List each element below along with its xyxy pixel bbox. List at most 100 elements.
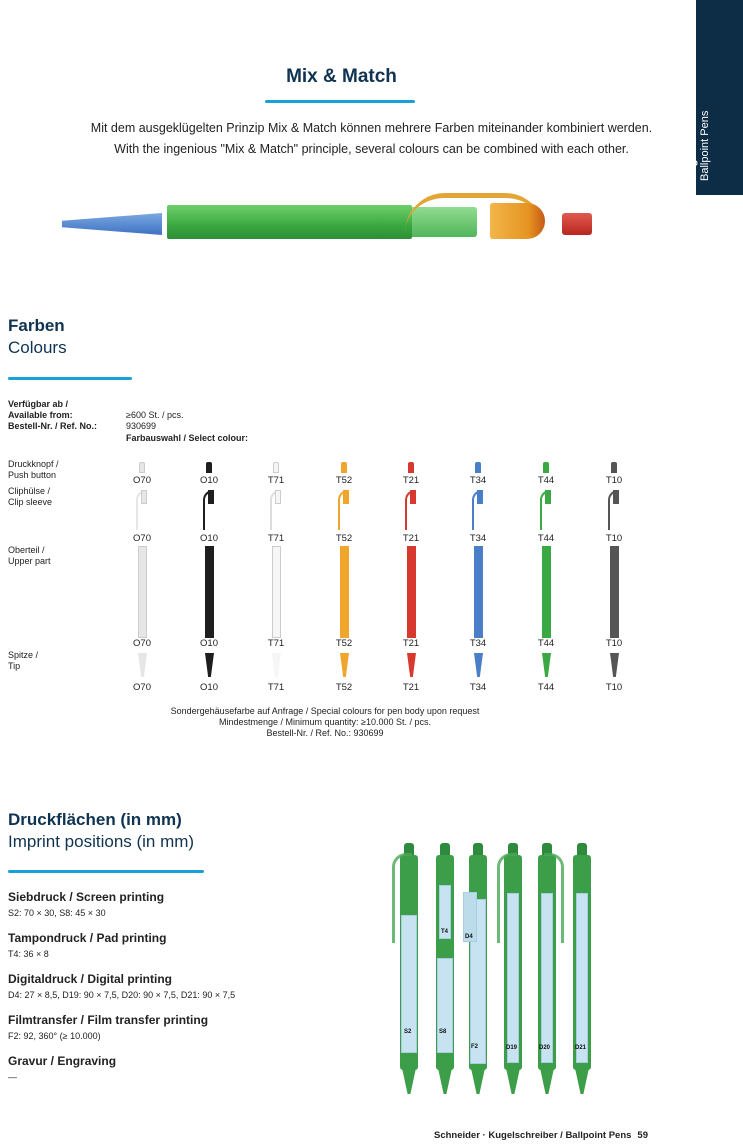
upper-part-swatch bbox=[205, 546, 214, 638]
push-button-swatch bbox=[408, 462, 414, 473]
select-colour-label: Farbauswahl / Select colour: bbox=[126, 433, 249, 443]
row-label-clip: Cliphülse / bbox=[8, 486, 51, 496]
colour-code: O70 bbox=[133, 682, 151, 693]
push-button-swatch bbox=[611, 462, 617, 473]
upper-part-swatch bbox=[340, 546, 349, 638]
colour-code: T52 bbox=[335, 638, 353, 649]
push-button-swatch bbox=[341, 462, 347, 473]
method-title: Gravur / Engraving bbox=[8, 1054, 117, 1068]
colour-code: T52 bbox=[335, 533, 353, 544]
colour-code: T71 bbox=[267, 475, 285, 486]
available-label-en: Available from: bbox=[8, 410, 73, 420]
colours-heading-de: Farben bbox=[8, 316, 65, 335]
colours-underline bbox=[8, 377, 132, 380]
pen-d21: D21 bbox=[571, 843, 593, 1101]
colour-code: T21 bbox=[402, 682, 420, 693]
page-number: 59 bbox=[637, 1130, 648, 1141]
tip-swatch bbox=[138, 653, 147, 677]
colour-code: T34 bbox=[469, 533, 487, 544]
clip-sleeve-swatch bbox=[477, 490, 483, 504]
clip-sleeve-swatch bbox=[613, 490, 619, 504]
label-d20: D20 bbox=[539, 1045, 551, 1051]
colour-code: T71 bbox=[267, 682, 285, 693]
label-s2: S2 bbox=[404, 1029, 412, 1035]
colour-code: T10 bbox=[605, 638, 623, 649]
ref-note: Bestell-Nr. / Ref. No.: 930699 bbox=[266, 728, 384, 738]
label-d4: D4 bbox=[465, 934, 473, 940]
row-label-clip-en: Clip sleeve bbox=[8, 497, 53, 507]
method-detail: T4: 36 × 8 bbox=[8, 949, 49, 959]
clip-sleeve-swatch bbox=[275, 490, 281, 504]
colour-code: T10 bbox=[605, 533, 623, 544]
tip-swatch bbox=[474, 653, 483, 677]
upper-part-swatch bbox=[542, 546, 551, 638]
row-label-upper-en: Upper part bbox=[8, 556, 51, 566]
tip-swatch bbox=[542, 653, 551, 677]
imprint-heading-en: Imprint positions (in mm) bbox=[8, 832, 195, 851]
upper-part-swatch bbox=[610, 546, 619, 638]
colour-code: T71 bbox=[267, 638, 285, 649]
exploded-pen-image bbox=[0, 185, 680, 245]
intro-de: Mit dem ausgeklügelten Prinzip Mix & Mat… bbox=[90, 121, 653, 135]
colour-code: O10 bbox=[200, 475, 218, 486]
tip-swatch bbox=[407, 653, 416, 677]
colour-code: T52 bbox=[335, 682, 353, 693]
colour-code: T10 bbox=[605, 682, 623, 693]
label-t4: T4 bbox=[441, 929, 449, 935]
colour-code: T44 bbox=[537, 533, 555, 544]
label-d21: D21 bbox=[575, 1045, 587, 1051]
available-label: Verfügbar ab / bbox=[8, 399, 69, 409]
clip-sleeve-swatch bbox=[410, 490, 416, 504]
label-s8: S8 bbox=[439, 1029, 447, 1035]
push-button-swatch bbox=[543, 462, 549, 473]
method-detail: — bbox=[8, 1072, 17, 1082]
tip-swatch bbox=[340, 653, 349, 677]
row-label-upper: Oberteil / bbox=[8, 545, 45, 555]
clip-sleeve-swatch bbox=[545, 490, 551, 504]
colour-code: T10 bbox=[605, 475, 623, 486]
method-detail: F2: 92, 360° (≥ 10.000) bbox=[8, 1031, 101, 1041]
method-title: Digitaldruck / Digital printing bbox=[8, 972, 173, 986]
pen-d19: D19 bbox=[497, 843, 524, 1101]
colour-code: O70 bbox=[133, 638, 151, 649]
upper-part-swatch bbox=[474, 546, 483, 638]
pen-d20: D20 bbox=[536, 843, 564, 1101]
footer-text: Schneider · Kugelschreiber / Ballpoint P… bbox=[433, 1130, 632, 1141]
available-value: ≥600 St. / pcs. bbox=[126, 410, 184, 420]
colour-code: T44 bbox=[537, 682, 555, 693]
push-button-swatch bbox=[273, 462, 279, 473]
colour-code: O70 bbox=[133, 475, 151, 486]
colour-code: O10 bbox=[200, 682, 218, 693]
colour-code: O70 bbox=[133, 533, 151, 544]
intro-en: With the ingenious "Mix & Match" princip… bbox=[114, 142, 629, 156]
colour-code: T71 bbox=[267, 533, 285, 544]
method-title: Tampondruck / Pad printing bbox=[8, 931, 167, 945]
pen-f2-d4: D4 F2 bbox=[463, 843, 489, 1101]
tip-swatch bbox=[272, 653, 281, 677]
row-label-push-button: Druckknopf / bbox=[8, 459, 59, 469]
push-button-swatch bbox=[206, 462, 212, 473]
upper-part-swatch bbox=[407, 546, 416, 638]
method-detail: D4: 27 × 8,5, D19: 90 × 7,5, D20: 90 × 7… bbox=[8, 990, 236, 1000]
footer: Schneider · Kugelschreiber / Ballpoint P… bbox=[434, 1130, 648, 1141]
colour-code: T52 bbox=[335, 475, 353, 486]
label-d19: D19 bbox=[506, 1045, 518, 1051]
clip-sleeve-swatch bbox=[141, 490, 147, 504]
colour-code: T44 bbox=[537, 638, 555, 649]
row-label-tip-en: Tip bbox=[8, 661, 21, 671]
special-colour-note: Sondergehäusefarbe auf Anfrage / Special… bbox=[170, 706, 480, 716]
upper-part-swatch bbox=[272, 546, 281, 638]
imprint-heading-de: Druckflächen (in mm) bbox=[8, 810, 182, 829]
imprint-underline bbox=[8, 870, 204, 873]
push-button-swatch bbox=[139, 462, 145, 473]
clip-sleeve-swatch bbox=[208, 490, 214, 504]
tip-swatch bbox=[205, 653, 214, 677]
ref-label: Bestell-Nr. / Ref. No.: bbox=[8, 421, 98, 431]
min-quantity-note: Mindestmenge / Minimum quantity: ≥10.000… bbox=[218, 717, 432, 727]
method-title: Filmtransfer / Film transfer printing bbox=[8, 1013, 209, 1027]
colour-code: T44 bbox=[537, 475, 555, 486]
colour-code: O10 bbox=[200, 638, 218, 649]
pen-s2: S2 bbox=[392, 843, 420, 1101]
method-title: Siebdruck / Screen printing bbox=[8, 890, 165, 904]
